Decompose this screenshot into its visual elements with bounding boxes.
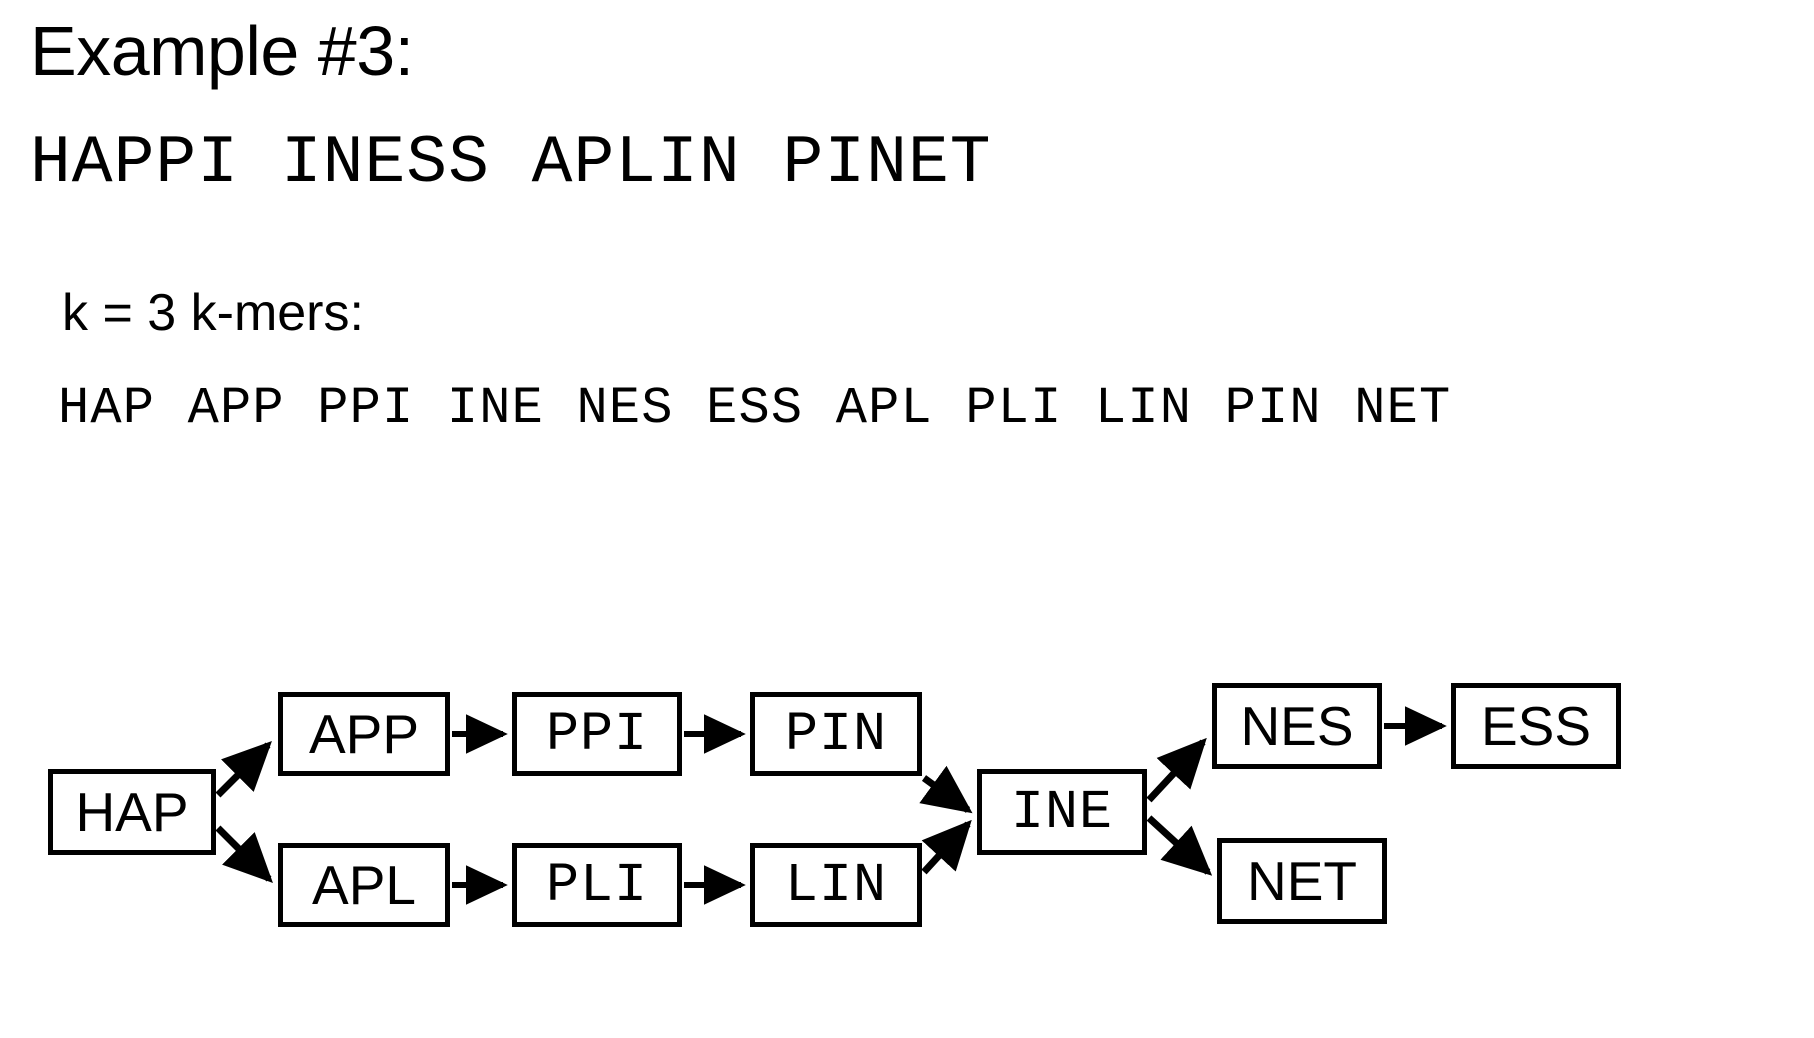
graph-node-apl[interactable]: APL [278, 843, 450, 927]
edge-hap-apl [215, 825, 273, 883]
graph-node-lin[interactable]: LIN [750, 843, 922, 927]
sequence-text: HAPPI INESS APLIN PINET [30, 125, 992, 202]
graph-node-ine[interactable]: INE [977, 769, 1147, 855]
edge-lin-ine [921, 819, 972, 875]
edge-ine-net [1146, 815, 1213, 876]
graph-node-hap[interactable]: HAP [48, 769, 216, 855]
page-title: Example #3: [30, 12, 414, 90]
graph-node-app[interactable]: APP [278, 692, 450, 776]
graph-node-pin[interactable]: PIN [750, 692, 922, 776]
graph-node-pli[interactable]: PLI [512, 843, 682, 927]
graph-node-nes[interactable]: NES [1212, 683, 1382, 769]
edge-hap-app [215, 741, 272, 798]
graph-node-ess[interactable]: ESS [1451, 683, 1621, 769]
graph-node-ppi[interactable]: PPI [512, 692, 682, 776]
edge-pin-ine [919, 765, 973, 814]
kmer-label: k = 3 k-mers: [62, 284, 364, 342]
kmer-list: HAP APP PPI INE NES ESS APL PLI LIN PIN … [58, 379, 1452, 438]
graph-node-net[interactable]: NET [1217, 838, 1387, 924]
edge-ine-nes [1146, 737, 1207, 803]
